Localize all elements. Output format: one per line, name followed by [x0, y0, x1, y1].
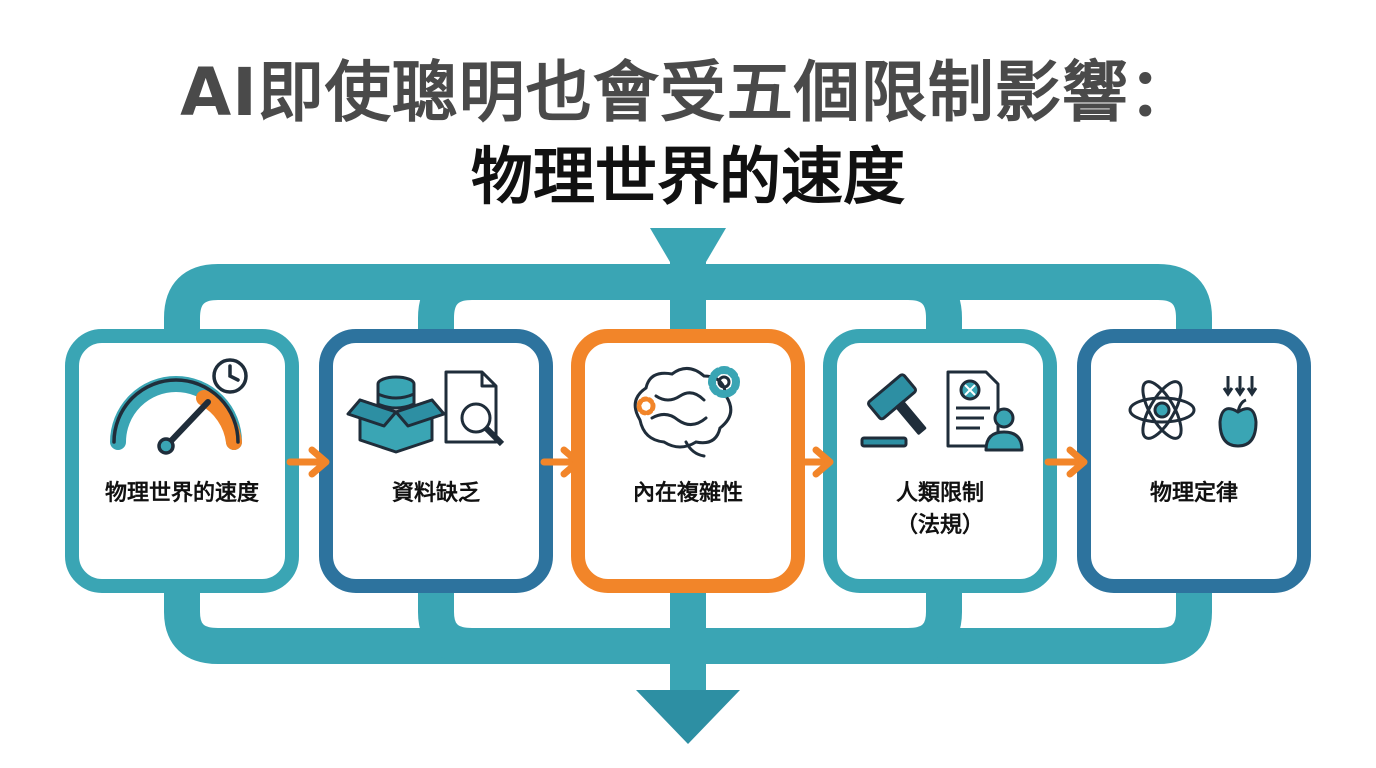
limit-box-3: 內在複雜性	[571, 329, 805, 593]
limit-box-4: 人類限制 （法規）	[823, 329, 1057, 593]
page-subtitle: 物理世界的速度	[470, 140, 905, 213]
limit-box-2: 資料缺乏	[319, 329, 553, 593]
arrow-4-to-5	[1044, 446, 1088, 478]
arrow-2-to-3	[540, 446, 582, 478]
bottom-outlet-arrowhead	[636, 690, 740, 744]
brain-gears-icon	[633, 366, 740, 458]
box-label-4: 人類限制	[896, 481, 984, 506]
top-inlet-arrow	[650, 228, 726, 262]
box-label-2: 資料缺乏	[392, 480, 480, 506]
gavel-document-person-icon	[860, 370, 1024, 452]
atom-apple-icon	[1128, 376, 1258, 448]
arrow-3-to-4	[792, 446, 834, 478]
database-box-search-icon	[346, 370, 505, 454]
connector-pipes	[164, 250, 1212, 690]
box-label-5: 物理定律	[1150, 480, 1238, 506]
box-label-1: 物理世界的速度	[105, 480, 260, 506]
page-title: AI即使聰明也會受五個限制影響：	[180, 54, 1196, 131]
flow-arrows	[286, 446, 1088, 478]
speedometer-clock-icon	[110, 358, 248, 455]
limit-box-5: 物理定律	[1077, 329, 1311, 593]
arrow-1-to-2	[286, 446, 330, 478]
box-label-4-sub: （法規）	[896, 513, 984, 538]
limit-box-1: 物理世界的速度	[65, 329, 299, 593]
box-label-3: 內在複雜性	[633, 480, 743, 506]
